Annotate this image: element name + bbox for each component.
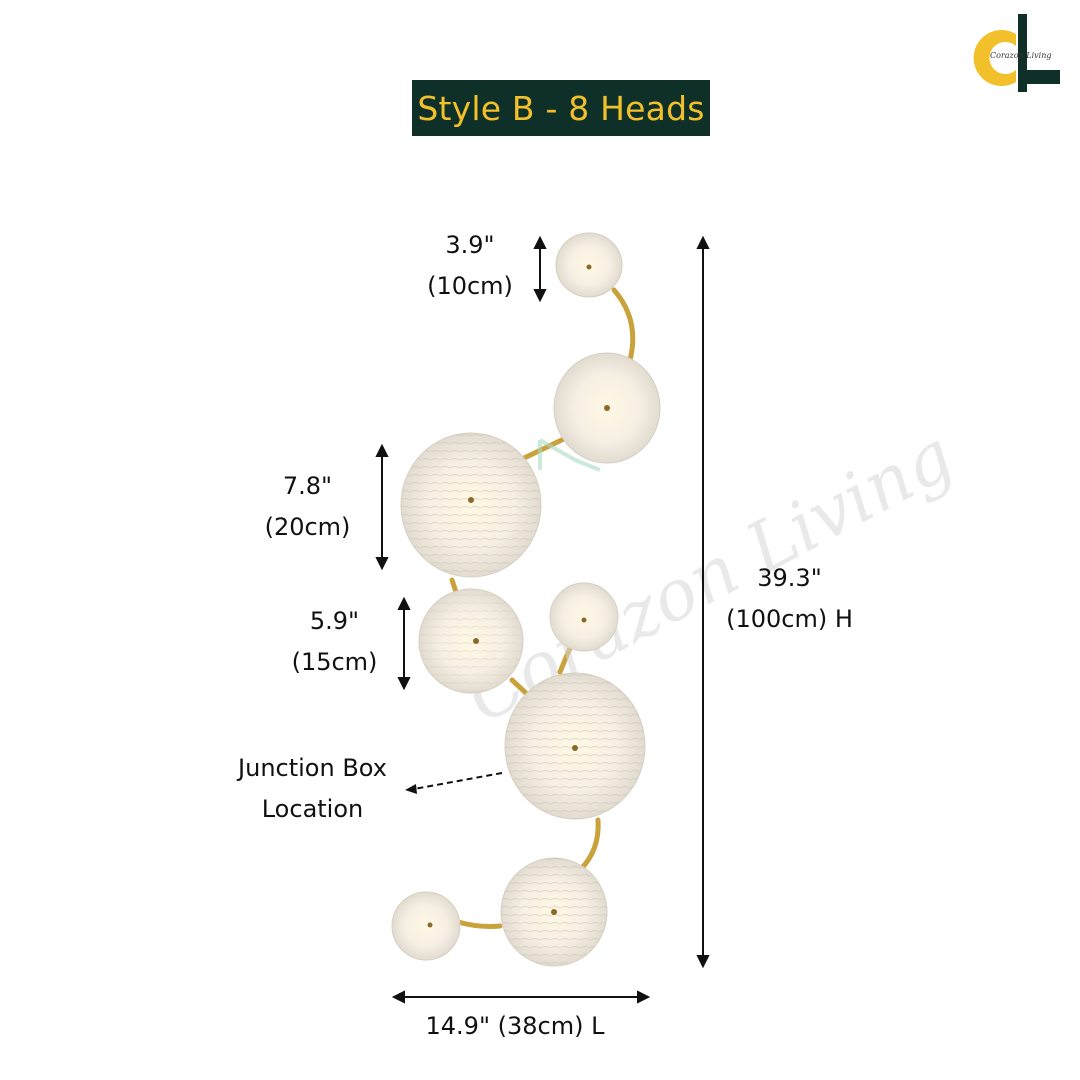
svg-text:Corazon Living: Corazon Living (990, 51, 1051, 60)
gold-arms (449, 287, 636, 929)
height-cm: (100cm) H (726, 605, 853, 633)
lamp-head-medium (418, 588, 524, 694)
junction-box-arrow (405, 772, 503, 794)
lamp-head-upper (553, 352, 661, 464)
dimension-arrows (375, 235, 710, 1004)
height-inch: 39.3" (757, 564, 822, 592)
lamp-head-large (400, 432, 542, 578)
watermark-roof-icon (538, 438, 601, 472)
large-head-inch: 7.8" (282, 472, 333, 500)
lamp-head-bottom-left (391, 891, 461, 961)
junction-box-line1: Junction Box (238, 754, 387, 782)
title-banner: Style B - 8 Heads (412, 80, 710, 136)
small-head-cm: (10cm) (427, 272, 513, 300)
small-head-inch: 3.9" (445, 231, 495, 259)
large-head-dimension: 7.8" (20cm) (255, 466, 360, 548)
height-dimension: 39.3" (100cm) H (712, 558, 867, 640)
lamp-head-bottom (500, 857, 608, 967)
lamp-head-top (555, 232, 623, 298)
lamp-head-lower-large (504, 672, 646, 820)
junction-box-label: Junction Box Location (215, 748, 410, 830)
corazon-living-logo: Corazon Living (973, 14, 1060, 92)
medium-head-dimension: 5.9" (15cm) (282, 601, 387, 683)
medium-head-cm: (15cm) (291, 648, 378, 676)
medium-head-inch: 5.9" (309, 607, 360, 635)
length-value: 14.9" (38cm) L (425, 1012, 605, 1040)
small-head-dimension: 3.9" (10cm) (420, 225, 520, 307)
length-dimension: 14.9" (38cm) L (400, 1006, 630, 1047)
page-title: Style B - 8 Heads (417, 88, 705, 128)
junction-box-line2: Location (261, 795, 364, 823)
lamp-head-small-right (549, 582, 619, 652)
large-head-cm: (20cm) (264, 513, 351, 541)
